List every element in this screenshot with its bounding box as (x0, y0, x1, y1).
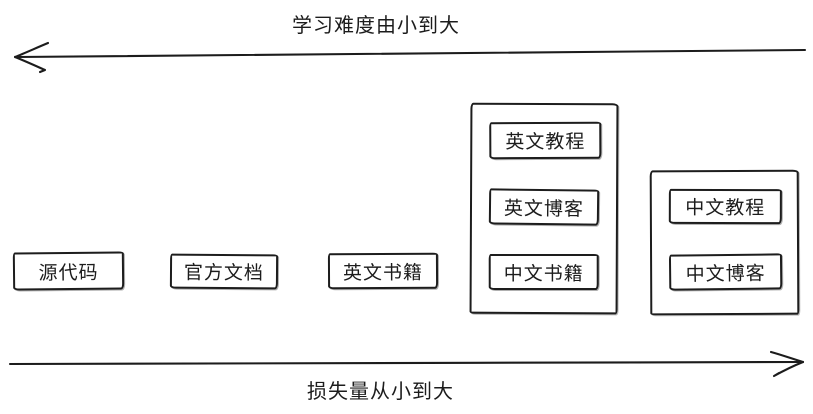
top-axis-label: 学习难度由小到大 (292, 15, 460, 37)
box-source-code: 源代码 (12, 251, 125, 291)
box-chinese-tutorials-label: 中文教程 (685, 197, 766, 220)
box-english-blogs-label: 英文博客 (503, 198, 585, 220)
group-chinese-tutorials-blogs: 中文教程 中文博客 (649, 169, 800, 316)
box-english-tutorials: 英文教程 (489, 121, 602, 160)
box-source-code-label: 源代码 (38, 262, 99, 284)
box-chinese-books-label: 中文书籍 (503, 263, 584, 285)
box-chinese-blogs: 中文博客 (668, 253, 783, 291)
box-official-docs: 官方文档 (169, 253, 279, 290)
box-english-books-label: 英文书籍 (342, 262, 424, 284)
box-chinese-tutorials: 中文教程 (668, 188, 782, 225)
group-english-and-chinese-books: 英文教程 英文博客 中文书籍 (469, 102, 619, 315)
difficulty-axis-arrow-left-icon (13, 41, 807, 74)
loss-axis-arrow-right-icon (8, 350, 805, 378)
box-chinese-blogs-label: 中文博客 (685, 263, 766, 285)
box-chinese-books: 中文书籍 (488, 253, 599, 291)
box-official-docs-label: 官方文档 (183, 262, 265, 285)
box-english-books: 英文书籍 (327, 252, 439, 290)
bottom-axis-label: 损失量从小到大 (307, 381, 454, 403)
box-english-blogs: 英文博客 (488, 188, 600, 226)
box-english-tutorials-label: 英文教程 (505, 131, 586, 154)
